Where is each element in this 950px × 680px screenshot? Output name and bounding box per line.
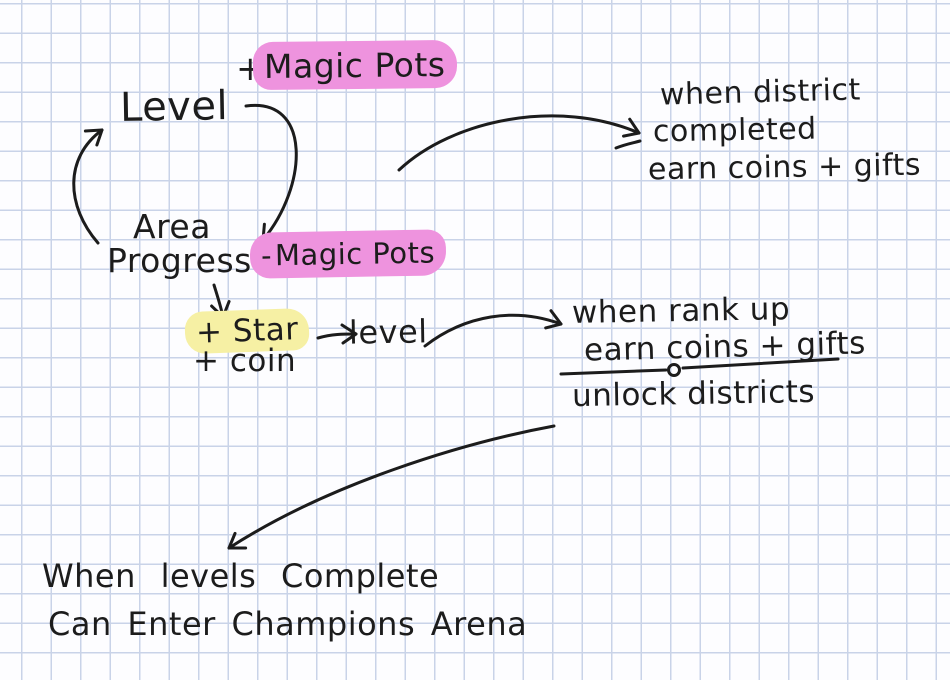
arrow-level-to-district bbox=[397, 114, 641, 172]
level-node-label: Level bbox=[119, 83, 229, 131]
level-mid-label: level bbox=[348, 312, 428, 352]
champions-note-line2: Can Enter Champions Arena bbox=[48, 605, 528, 643]
rankup-underline-left bbox=[559, 368, 668, 376]
magic-pots-loss-highlight: - Magic Pots bbox=[249, 229, 447, 279]
rankup-note-line1: when rank up bbox=[571, 291, 791, 331]
magic-pots-loss-prefix: - bbox=[260, 238, 273, 273]
rankup-note-line2: earn coins + gifts bbox=[583, 325, 867, 369]
arrow-level-to-rankup bbox=[423, 309, 563, 348]
district-note-line1: when district bbox=[659, 72, 862, 113]
magic-pots-gain-highlight: Magic Pots bbox=[252, 39, 457, 91]
arrow-area-to-level bbox=[72, 128, 104, 245]
district-note-line3: earn coins + gifts bbox=[647, 147, 922, 188]
coin-reward-label: + coin bbox=[193, 343, 297, 379]
magic-pots-gain-label: Magic Pots bbox=[263, 44, 446, 86]
district-note-line2: completed bbox=[652, 111, 817, 150]
progress-label: Progress bbox=[107, 241, 252, 280]
arrow-rankup-to-champions bbox=[227, 424, 556, 550]
arrowhead-extra-dash bbox=[614, 139, 642, 150]
area-label: Area bbox=[133, 207, 211, 246]
magic-pots-loss-label: Magic Pots bbox=[274, 235, 436, 273]
rankup-note-line3: unlock districts bbox=[571, 373, 816, 415]
arrow-level-to-area bbox=[244, 103, 298, 242]
champions-note-line1: When levels Complete bbox=[42, 557, 440, 595]
